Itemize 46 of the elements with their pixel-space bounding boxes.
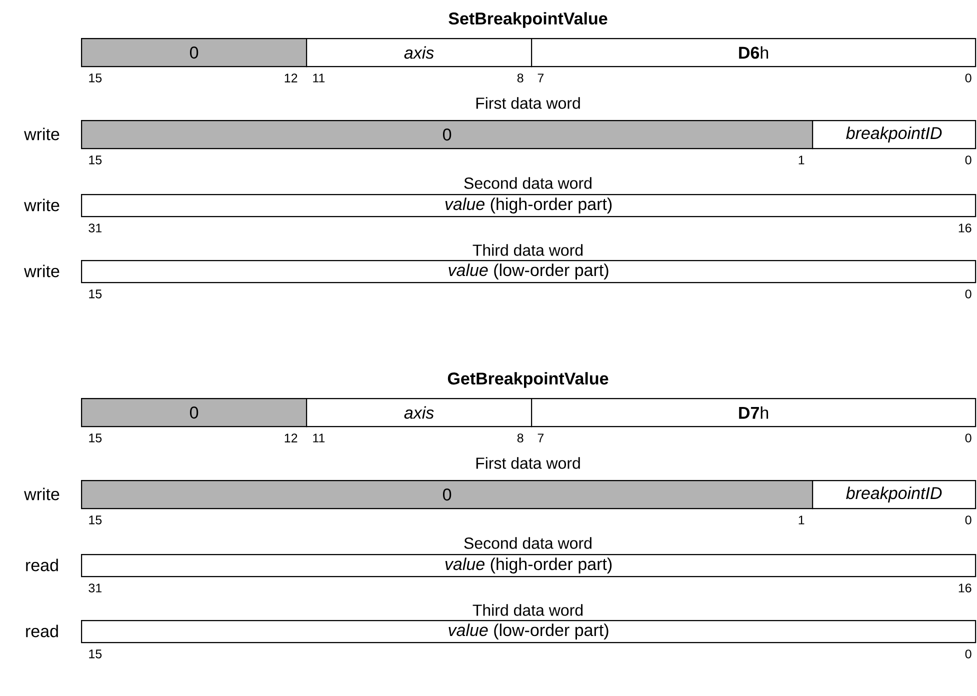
bit-number: 15 (89, 516, 102, 524)
bit-field: value (high-order part) (81, 554, 976, 578)
bit-number: 7 (538, 74, 544, 82)
reserved-field: 0 (81, 480, 814, 510)
section-title: GetBreakpointValue (448, 372, 608, 388)
bit-number: 8 (517, 74, 524, 82)
bit-number: 0 (965, 156, 972, 164)
bit-number: 12 (284, 434, 298, 442)
bit-number: 16 (958, 224, 972, 232)
bit-number: 16 (958, 584, 972, 592)
bit-number: 12 (284, 74, 298, 82)
bit-number: 7 (538, 434, 544, 442)
word-caption: Third data word (472, 604, 583, 616)
bit-number: 0 (965, 516, 972, 524)
access-label: read (26, 558, 58, 572)
bit-number: 11 (313, 434, 325, 442)
bit-number: 1 (798, 156, 804, 164)
bit-field: D6h (531, 38, 976, 68)
word-caption: First data word (476, 97, 580, 109)
word-caption: Second data word (464, 177, 592, 189)
reserved-field: 0 (81, 38, 308, 68)
access-label: write (24, 198, 60, 212)
word-caption: Third data word (472, 244, 583, 256)
bit-number: 11 (313, 74, 325, 82)
bit-number: 31 (88, 584, 102, 592)
bit-field: value (low-order part) (81, 260, 976, 284)
bit-field: D7h (531, 398, 976, 428)
section-title: SetBreakpointValue (448, 12, 608, 28)
bit-field: breakpointID (812, 120, 976, 150)
bit-number: 1 (798, 516, 804, 524)
reserved-field: 0 (81, 120, 814, 150)
bit-number: 15 (89, 156, 102, 164)
access-label: read (26, 624, 58, 638)
word-caption: Second data word (464, 537, 592, 549)
reserved-field: 0 (81, 398, 308, 428)
access-label: write (24, 128, 60, 140)
bit-field: value (high-order part) (81, 194, 976, 218)
access-label: write (24, 264, 60, 278)
bit-number: 8 (517, 434, 524, 442)
bit-field: axis (306, 398, 532, 428)
bit-number: 31 (88, 224, 102, 232)
bit-field: axis (306, 38, 532, 68)
bit-field: breakpointID (812, 480, 976, 510)
access-label: write (24, 488, 60, 500)
bit-field: value (low-order part) (81, 620, 976, 644)
word-caption: First data word (476, 457, 580, 469)
